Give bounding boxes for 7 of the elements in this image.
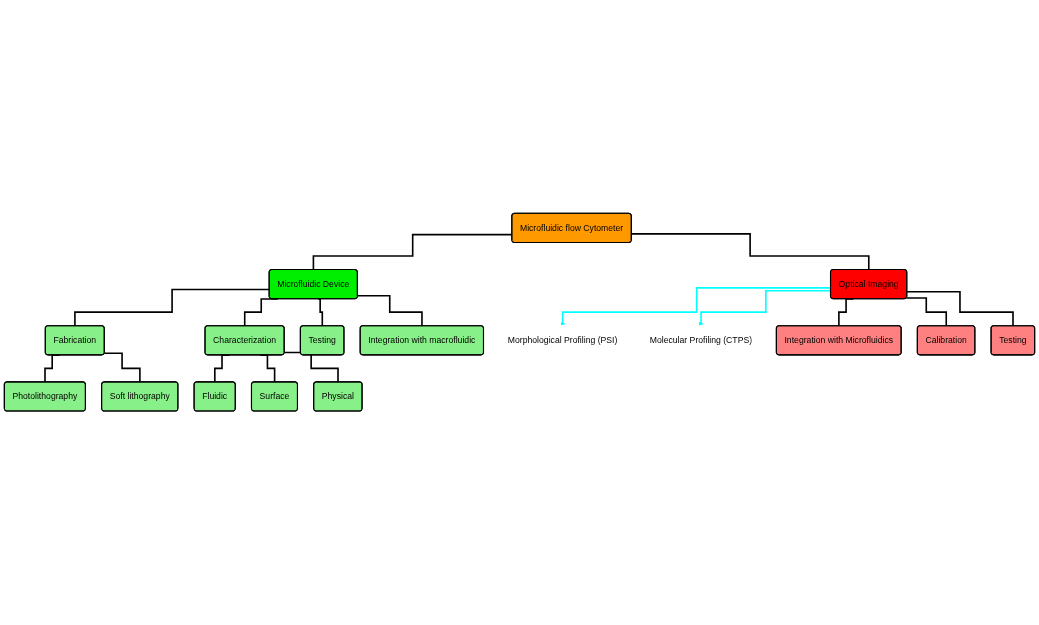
node-text: Morphological Profiling (PSI) <box>507 335 618 345</box>
connector <box>317 298 324 328</box>
node-text: Molecular Profiling (CTPS) <box>649 335 753 345</box>
connector <box>283 351 339 384</box>
connector <box>905 297 948 328</box>
connector <box>906 291 1014 328</box>
connector <box>103 352 141 384</box>
